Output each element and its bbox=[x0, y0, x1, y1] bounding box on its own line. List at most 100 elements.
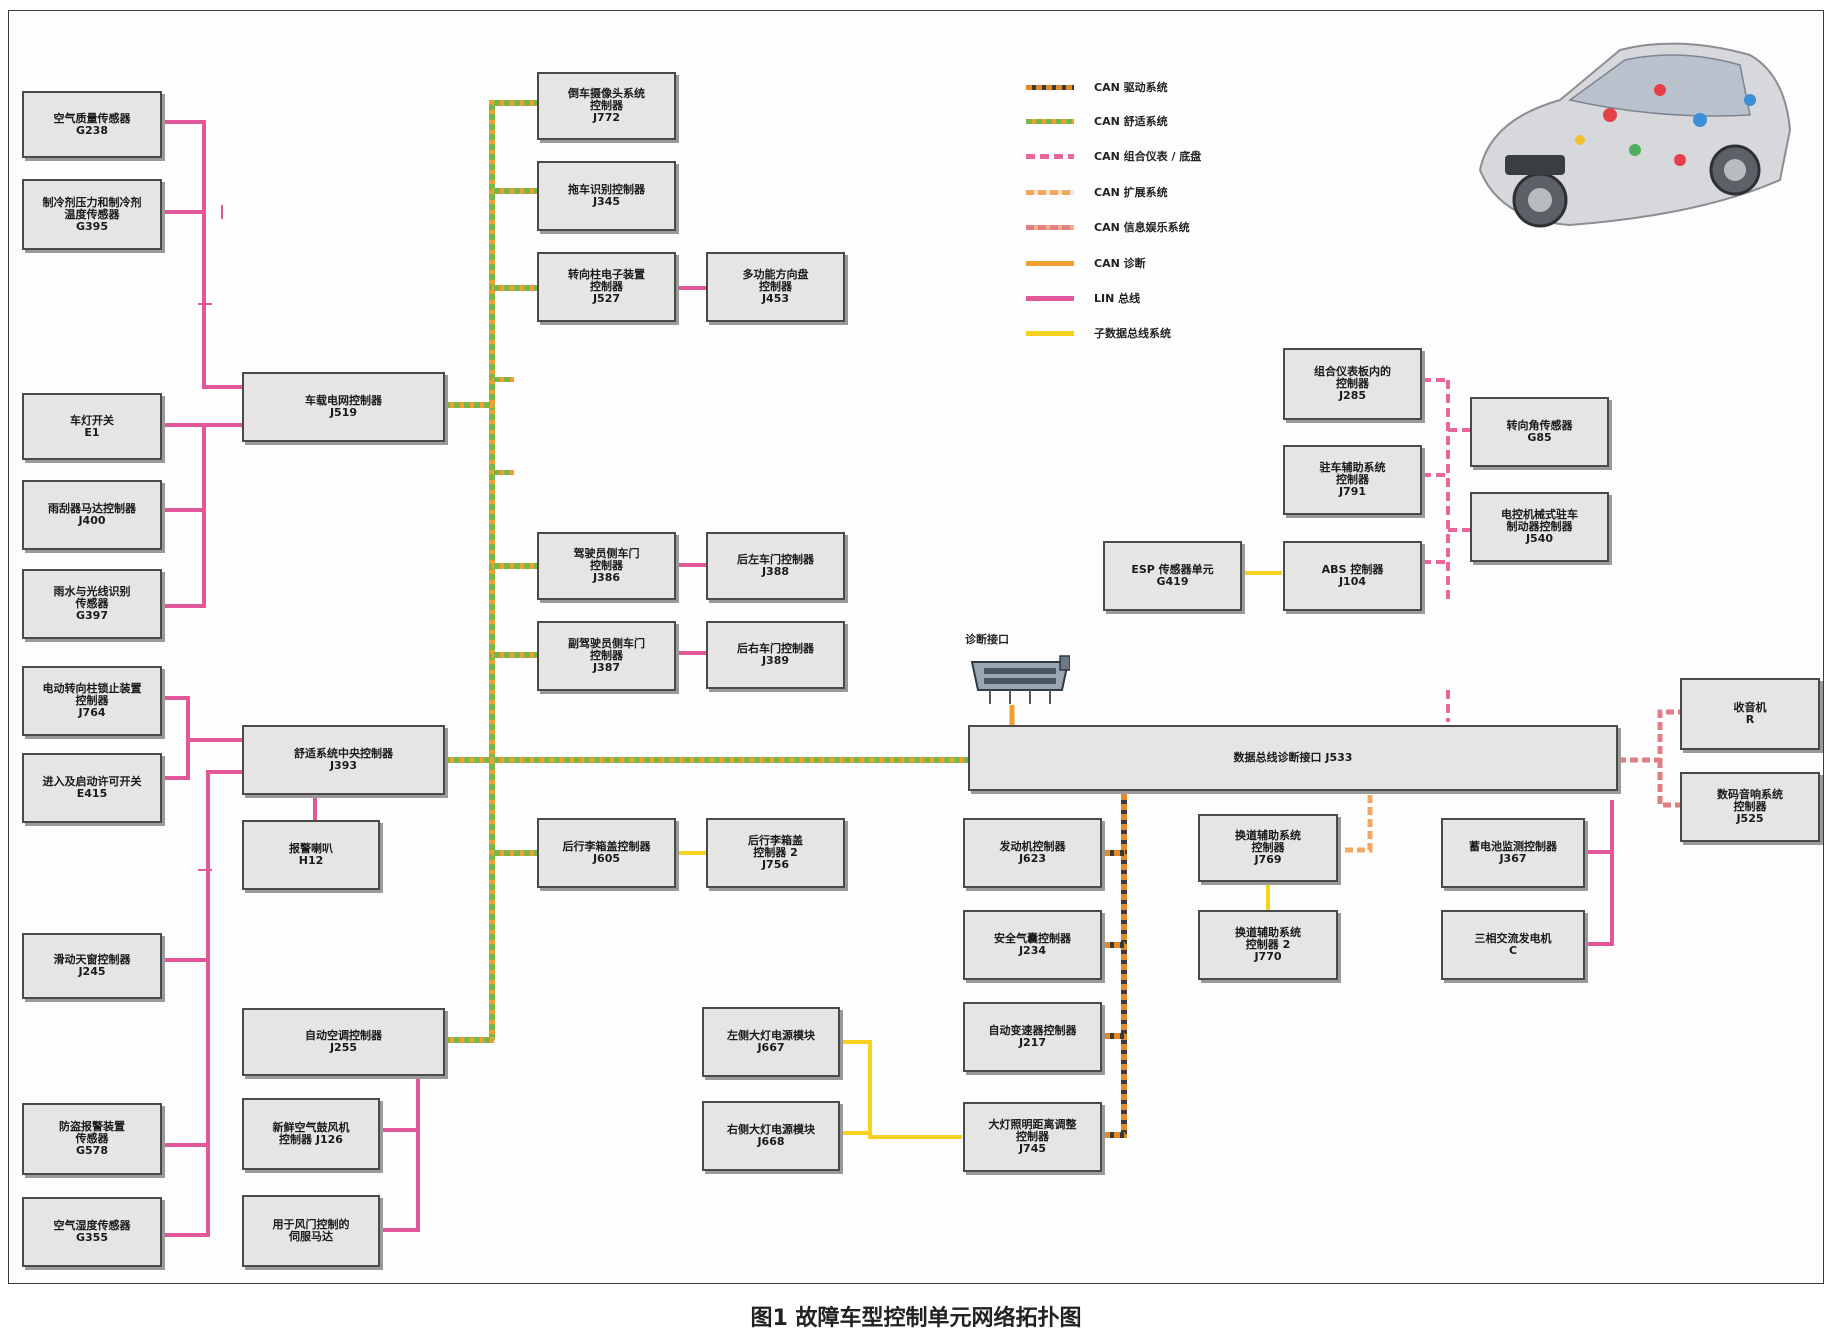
legend-item-can-diag: CAN 诊断 bbox=[1026, 255, 1146, 271]
node-servo-motor[interactable]: 用于风门控制的 伺服马达 bbox=[242, 1195, 380, 1267]
legend-label: CAN 驱动系统 bbox=[1094, 81, 1168, 94]
can-infotainment-swatch bbox=[1026, 224, 1074, 230]
node-name: 倒车摄像头系统 控制器 bbox=[568, 87, 645, 112]
node-code: J104 bbox=[1338, 575, 1367, 588]
node-name: 数码音响系统 控制器 bbox=[1717, 788, 1783, 813]
node-code: J770 bbox=[1254, 950, 1282, 963]
can-infotainment-wires bbox=[1618, 709, 1680, 808]
node-name: 电动转向柱锁止装置 控制器 bbox=[42, 682, 142, 707]
sub-bus-swatch bbox=[1026, 330, 1074, 336]
node-code: J400 bbox=[78, 514, 106, 527]
node-code: J285 bbox=[1338, 389, 1367, 402]
node-name: 制冷剂压力和制冷剂 温度传感器 bbox=[42, 195, 142, 221]
node-code: J605 bbox=[592, 852, 621, 865]
node-code: G85 bbox=[1527, 431, 1552, 444]
node-code: J623 bbox=[1018, 852, 1047, 865]
node-code: J764 bbox=[78, 706, 106, 719]
node-name: 大灯照明距离调整 控制器 bbox=[988, 1118, 1077, 1143]
node-code: J668 bbox=[757, 1135, 785, 1148]
node-name: 后右车门控制器 bbox=[737, 642, 814, 655]
node-code: E415 bbox=[76, 787, 108, 800]
node-code: J769 bbox=[1254, 853, 1282, 866]
can-diag-swatch bbox=[1026, 260, 1074, 266]
node-name: 车载电网控制器 bbox=[305, 394, 382, 407]
can-extended-wires bbox=[1338, 795, 1373, 853]
node-name: 蓄电池监测控制器 bbox=[1469, 840, 1557, 853]
node-code: J234 bbox=[1018, 944, 1047, 957]
node-name: 拖车识别控制器 bbox=[568, 183, 645, 196]
node-name: 新鲜空气鼓风机 控制器 J126 bbox=[272, 1121, 350, 1146]
legend-label: CAN 舒适系统 bbox=[1094, 115, 1168, 128]
node-code: J540 bbox=[1525, 532, 1554, 545]
node-name: 雨水与光线识别 传感器 bbox=[53, 585, 131, 610]
node-code: J453 bbox=[761, 292, 790, 305]
node-j533-gateway[interactable]: 数据总线诊断接口 J533 bbox=[968, 725, 1618, 791]
legend-label: CAN 信息娱乐系统 bbox=[1094, 221, 1190, 234]
node-name: 收音机 bbox=[1733, 701, 1767, 714]
node-name: ABS 控制器 bbox=[1321, 563, 1384, 576]
obd-connector-icon[interactable] bbox=[970, 652, 1070, 710]
node-code: G578 bbox=[76, 1144, 108, 1157]
node-code: J791 bbox=[1338, 485, 1367, 498]
node-code: G397 bbox=[76, 609, 108, 622]
can-comfort-swatch bbox=[1026, 118, 1074, 124]
node-name: 多功能方向盘 控制器 bbox=[742, 268, 809, 293]
node-code: C bbox=[1508, 944, 1518, 957]
node-code: H12 bbox=[298, 854, 324, 867]
can-extended-swatch bbox=[1026, 189, 1074, 195]
legend-label: CAN 诊断 bbox=[1094, 257, 1146, 270]
node-code: J389 bbox=[761, 654, 790, 667]
node-name: 车灯开关 bbox=[70, 413, 114, 427]
node-name: 数据总线诊断接口 J533 bbox=[1233, 751, 1353, 764]
node-code: J525 bbox=[1736, 812, 1764, 825]
node-code: J527 bbox=[592, 292, 621, 305]
node-code: J386 bbox=[592, 571, 621, 584]
legend-item-can-infotainment: CAN 信息娱乐系统 bbox=[1026, 219, 1190, 235]
node-name: 舒适系统中央控制器 bbox=[294, 747, 393, 760]
node-name: 左侧大灯电源模块 bbox=[727, 1029, 815, 1042]
node-j126[interactable]: 新鲜空气鼓风机 控制器 J126 bbox=[242, 1098, 380, 1170]
